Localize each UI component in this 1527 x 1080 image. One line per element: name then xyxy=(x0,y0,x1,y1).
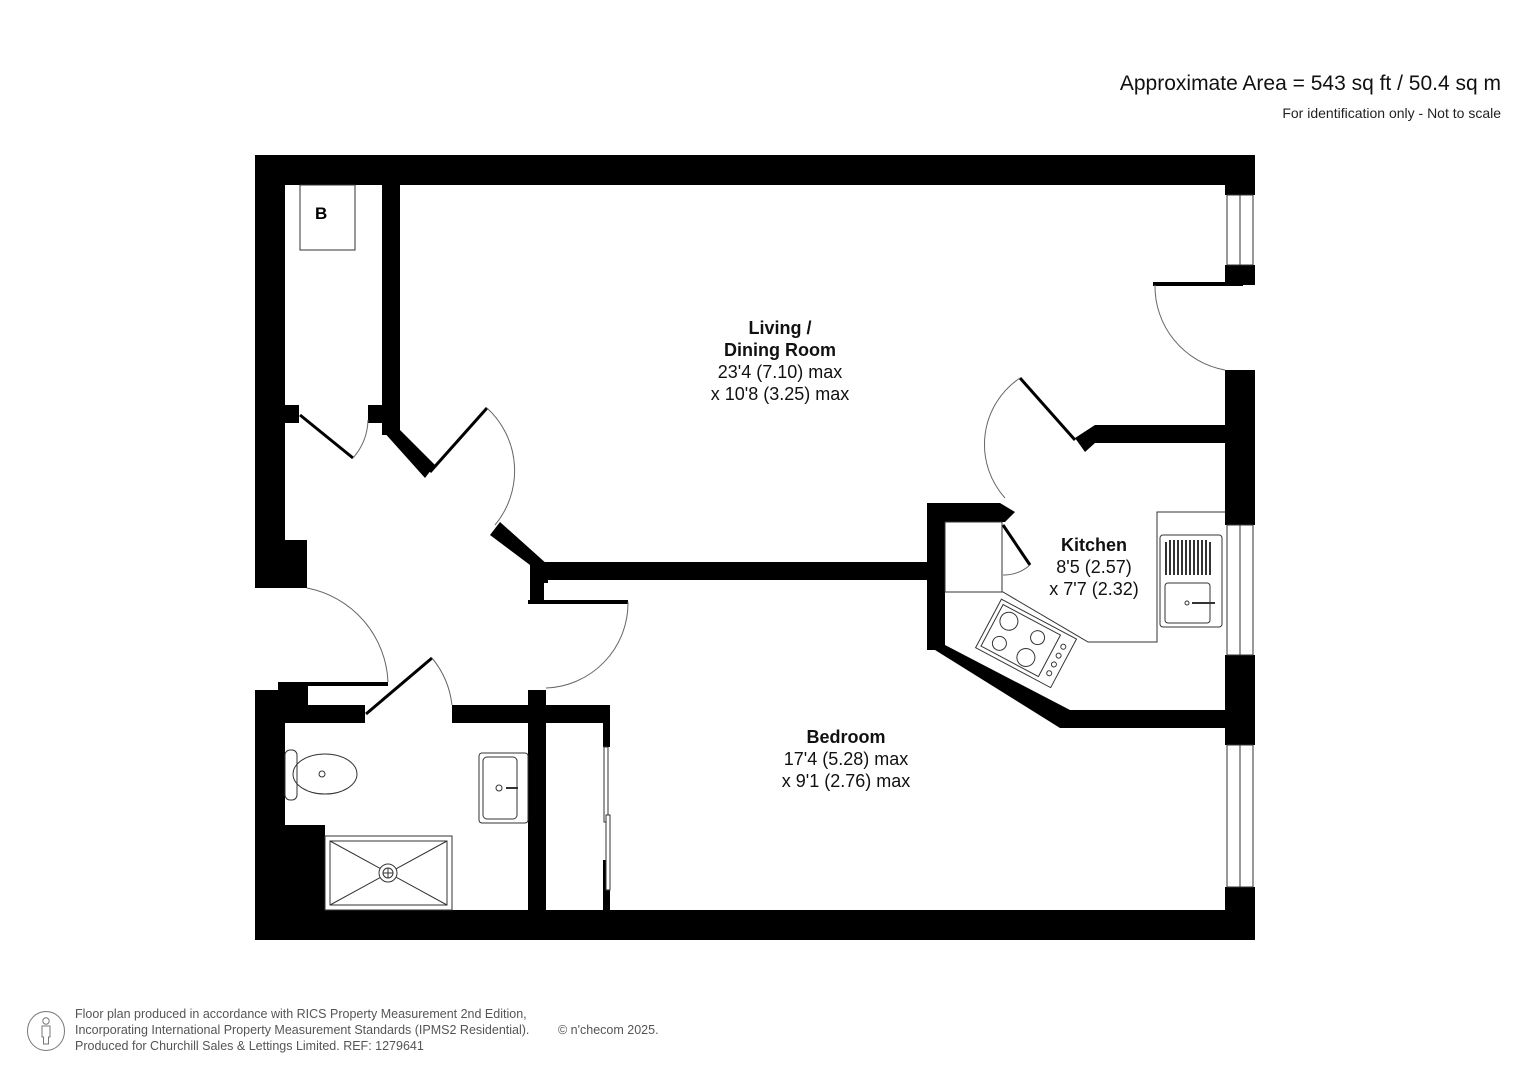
approximate-area: Approximate Area = 543 sq ft / 50.4 sq m xyxy=(1119,72,1501,95)
doors xyxy=(299,284,1226,716)
room-label-kitchen: Kitchen 8'5 (2.57) x 7'7 (2.32) xyxy=(1034,534,1154,600)
drainer-grooves xyxy=(1165,540,1211,575)
room-name: Dining Room xyxy=(724,340,836,360)
fixtures xyxy=(284,184,1225,911)
room-name: Kitchen xyxy=(1060,535,1127,555)
room-name: Bedroom xyxy=(806,727,886,747)
room-label-living: Living / Dining Room 23'4 (7.10) max x 1… xyxy=(680,317,880,405)
person-icon xyxy=(27,1011,65,1051)
footer-line: Incorporating International Property Mea… xyxy=(75,1023,530,1037)
footer-notes: Floor plan produced in accordance with R… xyxy=(75,1006,659,1054)
boiler-label: B xyxy=(315,204,328,223)
scale-disclaimer: For identification only - Not to scale xyxy=(1282,105,1501,121)
room-dimension: 8'5 (2.57) xyxy=(1056,557,1132,577)
room-dimension: 17'4 (5.28) max xyxy=(783,749,909,769)
room-dimension: 23'4 (7.10) max xyxy=(717,362,843,382)
room-name: Living / xyxy=(748,318,812,338)
room-label-bedroom: Bedroom 17'4 (5.28) max x 9'1 (2.76) max xyxy=(746,726,946,792)
footer-line: Produced for Churchill Sales & Lettings … xyxy=(75,1039,424,1053)
windows xyxy=(603,194,1254,891)
room-dimension: x 9'1 (2.76) max xyxy=(781,771,911,791)
footer-line: Floor plan produced in accordance with R… xyxy=(75,1007,527,1021)
walls xyxy=(255,155,1255,940)
copyright: © n'checom 2025. xyxy=(558,1023,659,1037)
room-dimension: x 10'8 (3.25) max xyxy=(710,384,850,404)
room-dimension: x 7'7 (2.32) xyxy=(1049,579,1139,599)
